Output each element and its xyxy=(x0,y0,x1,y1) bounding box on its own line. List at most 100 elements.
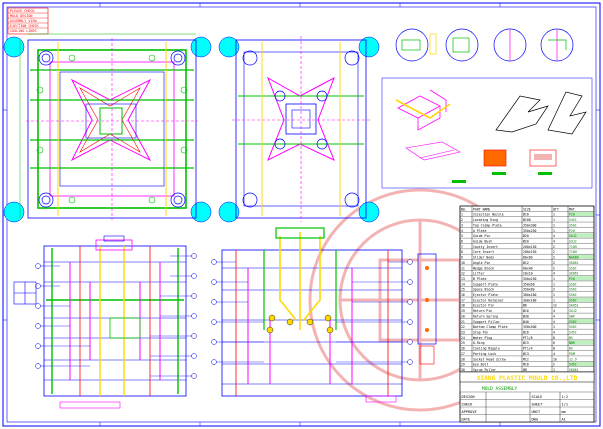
title-cell: SCALE xyxy=(532,395,543,399)
bom-cell: 2 xyxy=(553,266,555,270)
bom-cell: Ejector Retainer xyxy=(473,298,504,302)
bom-cell: PART NAME xyxy=(473,207,490,211)
bom-cell: Injection Nozzle xyxy=(473,213,504,217)
bom-cell: Eye Bolt xyxy=(473,363,488,367)
bom-cell: 200x150 xyxy=(523,250,537,254)
registration-circle-icon xyxy=(190,201,212,223)
bom-cell: 20x10 xyxy=(523,272,533,276)
bom-cell: 15 xyxy=(461,288,465,292)
bom-cell: 12.9 xyxy=(569,357,577,361)
registration-circle-icon xyxy=(218,201,240,223)
bom-cell: Ø12 xyxy=(523,260,529,265)
bom-cell: Support Pillar xyxy=(473,320,500,324)
bom-cell: S50C xyxy=(569,325,577,329)
bom-cell: 24 xyxy=(461,336,465,340)
revision-note: MOLD DESIGN xyxy=(10,14,32,18)
bom-cell: Space Block xyxy=(473,288,494,292)
bom-cell: S50C xyxy=(569,282,577,286)
bom-cell: Ø40 xyxy=(523,319,529,324)
bom-cell: 718H xyxy=(569,245,577,249)
bom-cell: SIZE xyxy=(523,207,531,211)
bom-cell: 8 xyxy=(553,347,555,351)
bom-cell: SUJ2 xyxy=(569,309,577,313)
bom-cell: 2 xyxy=(553,250,555,254)
bom-cell: 21 xyxy=(461,320,465,324)
bom-cell: 28 xyxy=(461,357,465,361)
bom-cell: 6 xyxy=(553,341,555,345)
bom-cell: M12 xyxy=(523,357,529,361)
bom-cell: 4 xyxy=(553,239,555,243)
bom-cell: 350x80 xyxy=(523,288,535,292)
plan-view-core xyxy=(232,36,370,222)
bom-cell: SKD61 xyxy=(569,261,579,265)
bom-cell: SKH51 xyxy=(569,304,579,308)
bom-cell: Water Plug xyxy=(473,336,492,340)
title-cell: DWG xyxy=(532,418,539,422)
title-cell: CHECK xyxy=(462,403,474,407)
bom-cell: 5 xyxy=(461,234,463,238)
bom-cell: SKD61 xyxy=(569,368,579,372)
bom-cell: 3 xyxy=(461,223,463,227)
bom-cell: S45C xyxy=(569,218,577,222)
bom-cell: B Plate xyxy=(473,277,487,281)
bom-cell: Lifter xyxy=(473,272,485,276)
bom-cell: S50C xyxy=(569,266,577,270)
bom-cell: 1 xyxy=(553,368,555,372)
section-circle-icon xyxy=(540,28,574,62)
bom-cell: A Plate xyxy=(473,229,487,233)
iso-part-icon xyxy=(495,91,587,135)
bom-cell: Ø20 xyxy=(523,238,529,243)
bom-cell: 27 xyxy=(461,352,465,356)
bom-cell: P20 xyxy=(569,213,575,217)
title-block: XIANG PLASTIC MOULD CO.,LTD MOLD ASSEMBL… xyxy=(459,371,595,423)
registration-circle-icons xyxy=(3,36,380,223)
bom-cell: 4 xyxy=(553,314,555,318)
bom-cell: NO. xyxy=(461,207,467,211)
bom-cell: 23 xyxy=(461,331,465,335)
bom-cell: 1 xyxy=(461,213,463,217)
bom-cell: 2 xyxy=(553,261,555,265)
bom-cell: 20 xyxy=(461,314,465,318)
bom-cell: Bottom Clamp Plate xyxy=(473,325,508,329)
bom-cell: 22 xyxy=(461,325,465,329)
drawing-caption: MOLD ASSEMBLY xyxy=(482,386,518,392)
bom-cell: 1 xyxy=(553,293,555,297)
bom-cell: M16 xyxy=(523,363,529,367)
bom-cell: Top Clamp Plate xyxy=(473,223,502,227)
section-circle-icon xyxy=(493,28,527,62)
bom-cell: MAT. xyxy=(569,207,577,211)
bom-cell: Parting Lock xyxy=(473,352,496,356)
bom-cell: S50C xyxy=(569,298,577,302)
title-cell: DESIGN xyxy=(462,395,475,399)
bom-cell: Socket Head Screw xyxy=(473,357,506,361)
bom-cell: 2 xyxy=(553,245,555,249)
bom-cell: 1 xyxy=(553,229,555,233)
bom-cell: 1 xyxy=(553,298,555,302)
bom-cell: Guide Bush xyxy=(473,239,492,243)
bom-cell: Ø8 xyxy=(523,367,527,372)
registration-circle-icon xyxy=(3,201,25,223)
bom-cell: Sprue Puller xyxy=(473,368,496,372)
